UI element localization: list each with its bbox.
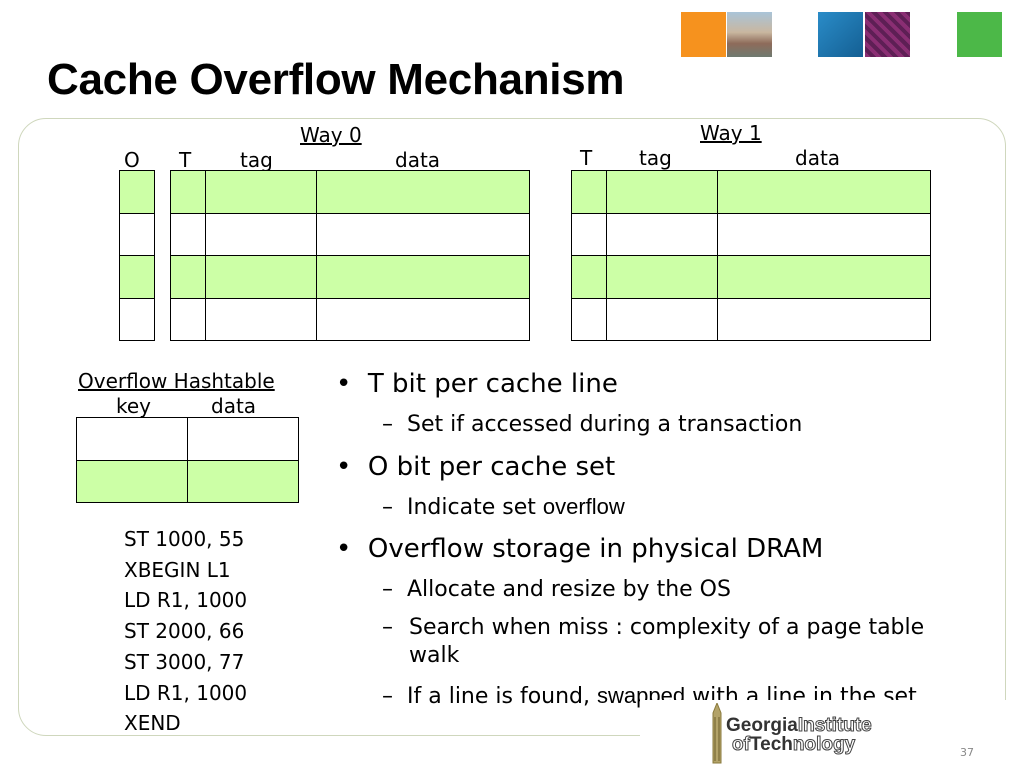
logo-of: of (732, 734, 751, 755)
bullet-text: Overflow storage in physical DRAM (367, 534, 824, 564)
header-photo-chip (865, 12, 910, 57)
o-bit-cell (119, 212, 155, 256)
sub-bullet-text: Allocate and resize by the OS (407, 577, 731, 602)
way1-col-t: T (580, 146, 593, 170)
t-bit-cell (170, 255, 206, 299)
tag-cell (606, 212, 718, 256)
header-square-blue (818, 12, 863, 57)
tag-cell (606, 170, 718, 214)
logo-georgia: Georgia (726, 715, 798, 736)
way0-label: Way 0 (300, 123, 362, 147)
t-bit-cell (571, 170, 607, 214)
logo-tech: Tech (749, 734, 793, 755)
key-cell (76, 417, 188, 461)
t-bit-cell (170, 170, 206, 214)
hashtable-label: Overflow Hashtable (78, 369, 275, 393)
way0-col-t: T (179, 148, 192, 172)
logo-institute: Institute (797, 715, 872, 736)
bullet-3: • Overflow storage in physical DRAM (336, 534, 824, 564)
data-cell (717, 255, 931, 299)
sub-bullet-1-1: – Set if accessed during a transaction (382, 412, 803, 437)
hashtable-table (76, 417, 299, 503)
code-line: LD R1, 1000 (124, 588, 248, 613)
logo-nology: nology (792, 734, 856, 755)
code-line: ST 1000, 55 (124, 527, 245, 551)
code-line: ST 3000, 77 (124, 649, 245, 674)
slide-title: Cache Overflow Mechanism (47, 55, 625, 104)
way0-col-o: O (124, 148, 140, 172)
data-cell (717, 170, 931, 214)
hashtable-col-data: data (211, 394, 257, 418)
bullet-1: • T bit per cache line (336, 369, 618, 399)
georgia-tech-logo: GeorgiaInstitute ofTechnology (640, 700, 1020, 768)
hashtable-col-key: key (116, 394, 152, 418)
o-bit-cell (119, 170, 155, 214)
code-line: LD R1, 1000 (124, 680, 248, 705)
sub-bullet-3-1: – Allocate and resize by the OS (382, 577, 731, 602)
t-bit-cell (170, 297, 206, 341)
t-bit-cell (170, 212, 206, 256)
data-cell (187, 459, 299, 503)
tag-cell (205, 255, 317, 299)
way0-col-tag: tag (240, 148, 273, 172)
way1-col-data: data (795, 146, 841, 170)
key-cell (76, 459, 188, 503)
header-square-orange (681, 12, 726, 57)
data-cell (717, 212, 931, 256)
sub-bullet-text: Indicate set (407, 495, 543, 520)
t-bit-cell (571, 255, 607, 299)
data-cell (187, 417, 299, 461)
data-cell (717, 297, 931, 341)
t-bit-cell (571, 297, 607, 341)
data-cell (316, 212, 530, 256)
o-bit-cell (119, 297, 155, 341)
t-bit-cell (571, 212, 607, 256)
way1-table (571, 170, 931, 341)
sub-bullet-3-2: – Search when miss : complexity of a pag… (382, 614, 972, 670)
slide-number: 37 (960, 746, 974, 759)
way0-table (170, 170, 530, 341)
sub-bullet-text: Search when miss : complexity of a page … (409, 615, 925, 668)
content-panel (18, 118, 1006, 736)
tag-cell (205, 297, 317, 341)
tag-cell (606, 297, 718, 341)
way0-o-bit-table (119, 170, 155, 341)
bullet-2: • O bit per cache set (336, 452, 616, 482)
bullet-text: O bit per cache set (367, 452, 616, 482)
data-cell (316, 297, 530, 341)
way0-col-data: data (395, 148, 441, 172)
data-cell (316, 255, 530, 299)
code-line: ST 2000, 66 (124, 619, 245, 644)
bullet-text: T bit per cache line (367, 369, 618, 399)
header-square-green (957, 12, 1002, 57)
code-line: XEND (124, 711, 181, 736)
campanile-icon (712, 703, 722, 764)
header-photo-campus (727, 12, 772, 57)
tag-cell (606, 255, 718, 299)
way1-label: Way 1 (700, 121, 762, 145)
code-listing: ST 1000, 55 XBEGIN L1 LD R1, 1000 ST 2000, … (124, 524, 247, 739)
sub-bullet-2-1: – Indicate set overflow (382, 494, 625, 520)
tag-cell (205, 170, 317, 214)
way1-col-tag: tag (639, 146, 672, 170)
data-cell (316, 170, 530, 214)
emphasis-text: overflow (542, 494, 625, 519)
sub-bullet-text: If a line is found, (407, 684, 598, 709)
o-bit-cell (119, 255, 155, 299)
sub-bullet-text: Set if accessed during a transaction (407, 412, 803, 437)
tag-cell (205, 212, 317, 256)
code-line: XBEGIN L1 (124, 557, 231, 582)
